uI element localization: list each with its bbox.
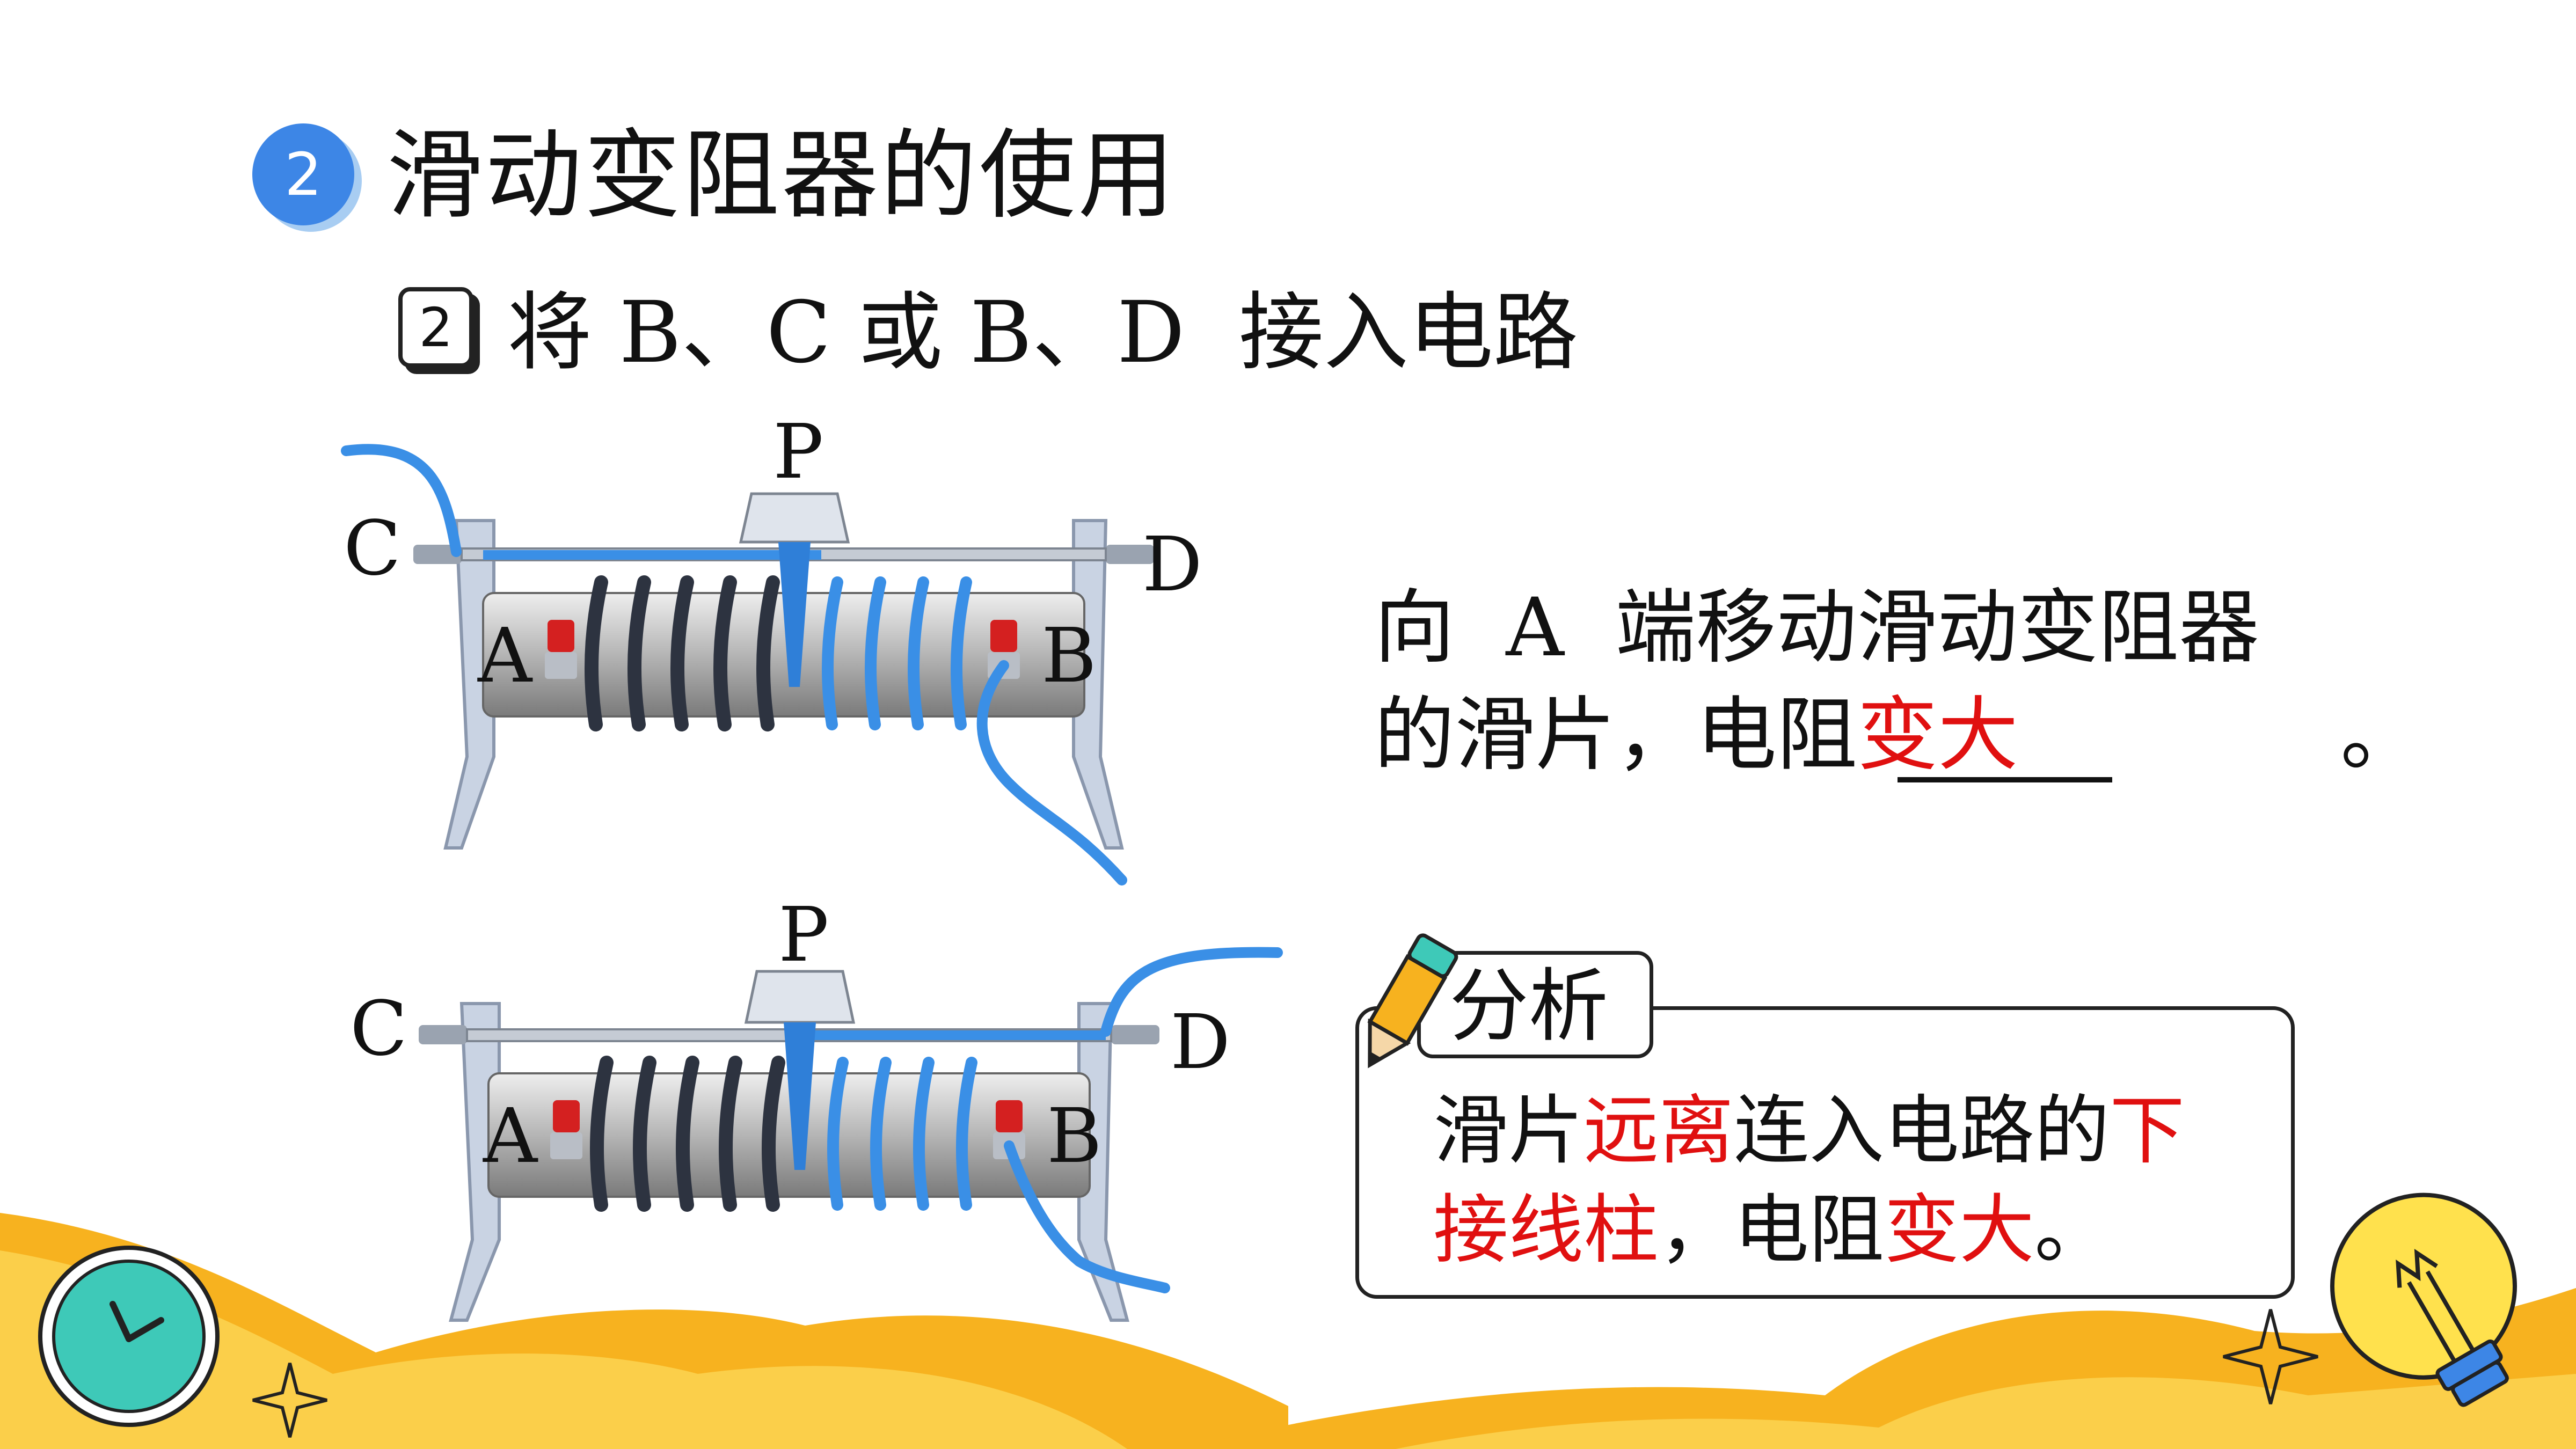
label-post-b: B	[1047, 1093, 1102, 1180]
subsection-number: 2	[419, 296, 453, 359]
rheostat-diagram-bottom: P C D A B	[350, 891, 1283, 1322]
analysis-highlight: 下	[2110, 1087, 2185, 1175]
question-end-mark: 。	[2340, 689, 2421, 782]
label-post-a: A	[483, 1093, 538, 1180]
subsection-title: 将 B、C 或 B、D 接入电路	[507, 283, 1578, 382]
question-line-2: 的滑片，电阻变大	[1374, 687, 2018, 784]
analysis-line-2: 接线柱，电阻变大。	[1433, 1186, 2110, 1275]
question-line-1: 向 A 端移动滑动变阻器	[1374, 581, 2260, 675]
section-title: 滑动变阻器的使用	[386, 120, 1177, 232]
label-slider-p: P	[773, 408, 823, 496]
section-number-badge: 2	[252, 123, 354, 225]
section-number: 2	[284, 140, 322, 209]
analysis-line-1: 滑片远离连入电路的下	[1433, 1087, 2185, 1175]
clock-icon	[38, 1246, 220, 1427]
analysis-label: 分析	[1449, 960, 1608, 1052]
question-prefix: 的滑片，电阻	[1374, 689, 1858, 782]
label-terminal-d: D	[1142, 521, 1202, 609]
lightbulb-icon	[2330, 1192, 2517, 1407]
analysis-text: 。	[2034, 1187, 2110, 1274]
analysis-highlight: 远离	[1583, 1087, 1734, 1175]
label-terminal-c: C	[344, 505, 401, 592]
analysis-highlight: 接线柱	[1433, 1187, 1659, 1274]
rheostat-diagram-top: P C D A B	[341, 408, 1202, 885]
label-terminal-d: D	[1170, 999, 1230, 1086]
pencil-icon	[1367, 933, 1458, 1069]
analysis-text: 连入电路的	[1734, 1087, 2110, 1175]
label-post-b: B	[1041, 612, 1097, 700]
analysis-text: 滑片	[1433, 1087, 1584, 1175]
label-post-a: A	[477, 612, 533, 700]
answer-underline	[1898, 777, 2112, 782]
label-slider-p: P	[778, 891, 829, 979]
analysis-highlight: 变大	[1884, 1187, 2035, 1274]
subsection-number-badge: 2	[398, 287, 473, 368]
label-terminal-c: C	[350, 985, 407, 1073]
analysis-text: ，电阻	[1659, 1187, 1885, 1274]
answer-text: 变大	[1857, 689, 2019, 782]
